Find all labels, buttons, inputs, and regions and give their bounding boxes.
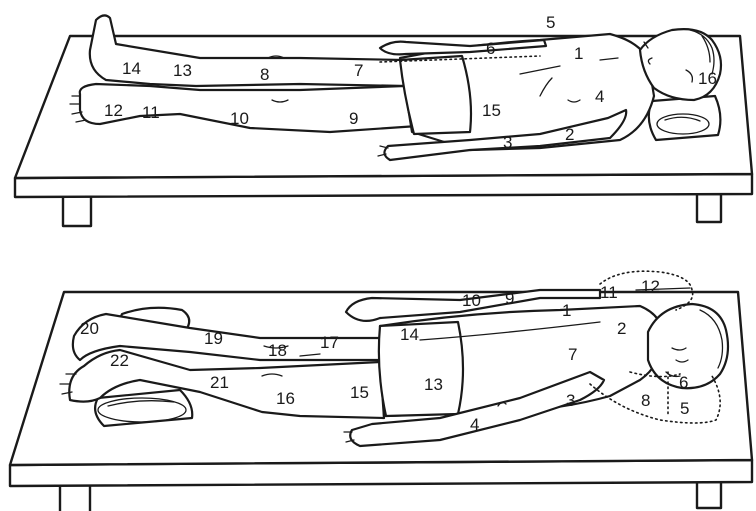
prone-label-13: 13 xyxy=(424,375,443,394)
prone-label-9: 9 xyxy=(505,289,514,308)
prone-panel: 1 2 3 4 5 6 7 8 9 10 11 12 13 14 15 16 1… xyxy=(10,271,752,511)
prone-label-18: 18 xyxy=(268,341,287,360)
prone-label-20: 20 xyxy=(80,319,99,338)
supine-label-10: 10 xyxy=(230,109,249,128)
prone-label-6: 6 xyxy=(679,373,688,392)
supine-label-5: 5 xyxy=(546,13,555,32)
supine-label-16: 16 xyxy=(698,69,717,88)
prone-label-1: 1 xyxy=(562,301,571,320)
supine-label-3: 3 xyxy=(503,133,512,152)
supine-label-7: 7 xyxy=(354,61,363,80)
prone-label-4: 4 xyxy=(470,415,479,434)
prone-label-12: 12 xyxy=(641,277,660,296)
supine-label-6: 6 xyxy=(486,39,495,58)
prone-label-17: 17 xyxy=(320,333,339,352)
prone-label-3: 3 xyxy=(566,391,575,410)
supine-label-8: 8 xyxy=(260,65,269,84)
prone-label-7: 7 xyxy=(568,345,577,364)
prone-label-19: 19 xyxy=(204,329,223,348)
prone-label-8: 8 xyxy=(641,391,650,410)
prone-label-10: 10 xyxy=(462,291,481,310)
supine-label-4: 4 xyxy=(595,87,604,106)
prone-label-14: 14 xyxy=(400,325,419,344)
prone-label-5: 5 xyxy=(680,399,689,418)
prone-label-22: 22 xyxy=(110,351,129,370)
prone-label-15: 15 xyxy=(350,383,369,402)
supine-label-9: 9 xyxy=(349,109,358,128)
supine-label-12: 12 xyxy=(104,101,123,120)
supine-label-13: 13 xyxy=(173,61,192,80)
supine-label-14: 14 xyxy=(122,59,141,78)
prone-label-16: 16 xyxy=(276,389,295,408)
prone-label-11: 11 xyxy=(600,283,618,302)
prone-label-2: 2 xyxy=(617,319,626,338)
prone-label-21: 21 xyxy=(210,373,229,392)
head-pillow xyxy=(649,96,721,140)
supine-label-2: 2 xyxy=(565,125,574,144)
supine-label-1: 1 xyxy=(574,44,583,63)
supine-label-11: 11 xyxy=(142,103,160,122)
supine-label-15: 15 xyxy=(482,101,501,120)
supine-panel: 1 2 3 4 5 6 7 8 9 10 11 12 13 14 15 16 xyxy=(15,13,752,226)
